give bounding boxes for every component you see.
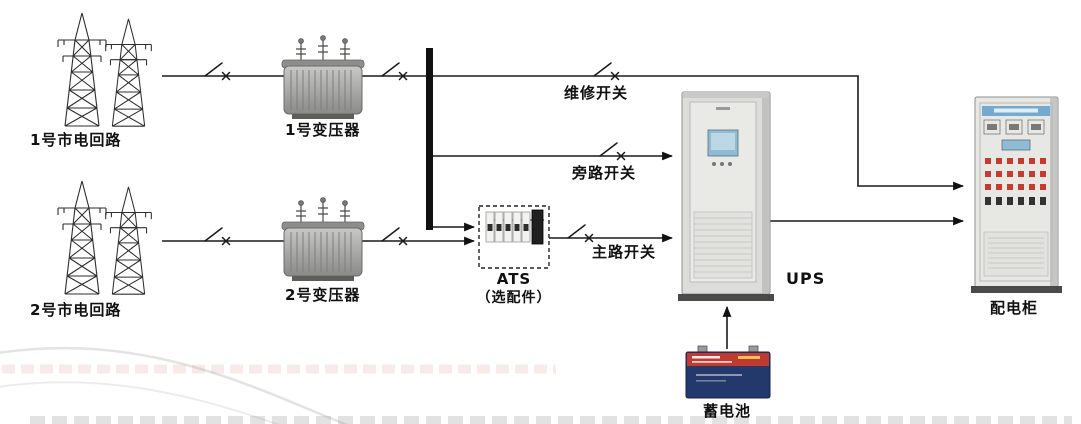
switch-symbols	[204, 62, 626, 246]
decorative-swoosh	[0, 346, 1072, 424]
disconnect-switch-icon	[381, 62, 408, 81]
wiring	[162, 48, 965, 349]
utility-circuit1-towers-icon	[57, 12, 152, 127]
transformer2-icon	[281, 197, 365, 282]
disconnect-switch-icon	[381, 227, 408, 246]
label-battery: 蓄电池	[703, 402, 752, 420]
distribution-cabinet-icon	[971, 96, 1062, 293]
disconnect-switch-icon	[204, 227, 231, 246]
maintenance-switch-icon	[593, 62, 620, 81]
label-transformer2: 2号变压器	[285, 286, 361, 304]
label-main-switch: 主路开关	[592, 243, 657, 261]
main-switch-icon	[567, 224, 594, 243]
label-transformer1: 1号变压器	[285, 121, 361, 139]
label-ats-option: （选配件）	[476, 290, 552, 306]
utility-circuit2-towers-icon	[57, 180, 152, 295]
ats-icon	[478, 205, 550, 269]
bypass-switch-icon	[599, 142, 626, 161]
ups-cabinet-icon	[678, 91, 774, 301]
transformer1-icon	[281, 34, 365, 120]
label-ups: UPS	[786, 269, 826, 288]
disconnect-switch-icon	[204, 62, 231, 81]
wire-maintenance-to-cabinet	[433, 75, 965, 191]
label-bypass-switch: 旁路开关	[572, 164, 637, 182]
label-distribution-cabinet: 配电柜	[990, 299, 1039, 317]
busbar	[426, 48, 433, 230]
label-circuit2: 2号市电回路	[30, 301, 122, 319]
label-ats: ATS	[496, 270, 532, 288]
label-circuit1: 1号市电回路	[30, 131, 122, 149]
label-maintenance-switch: 维修开关	[564, 84, 629, 102]
battery-icon	[685, 345, 771, 399]
